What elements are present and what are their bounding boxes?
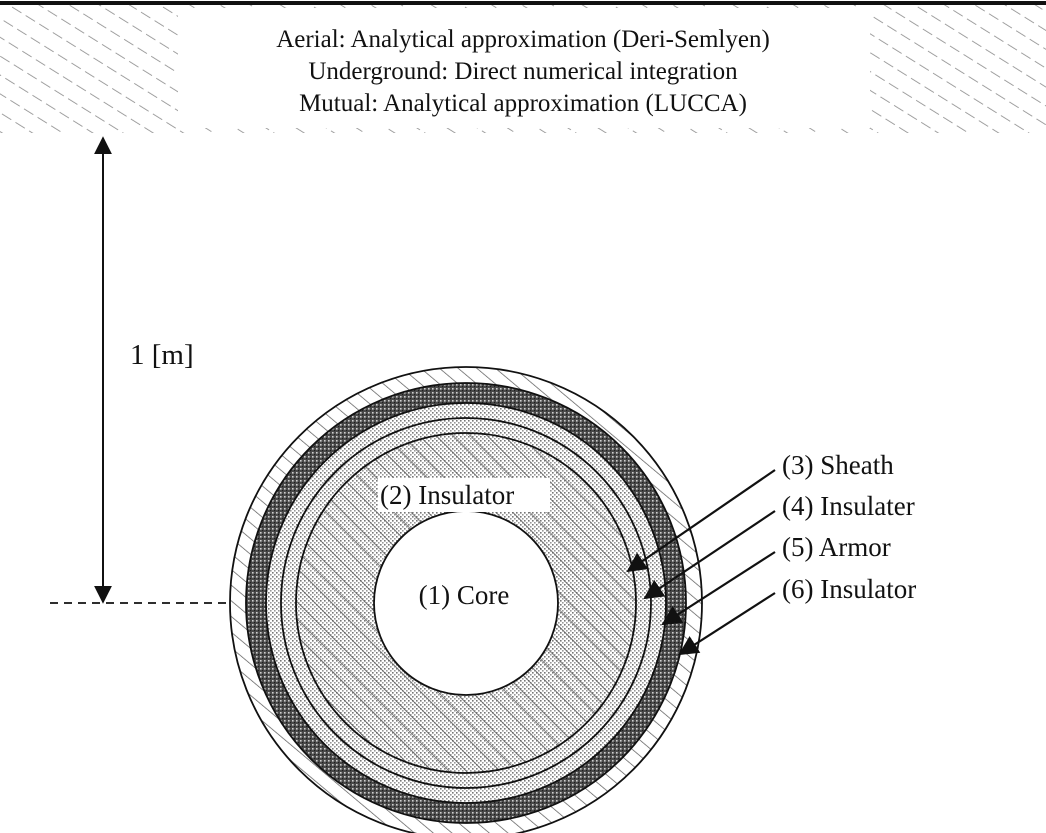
arrow-sheath bbox=[626, 469, 776, 573]
core-label: (1) Core bbox=[419, 580, 510, 610]
ground-label-box bbox=[178, 8, 870, 128]
callout-sheath: (3) Sheath bbox=[782, 450, 894, 480]
ground-line-underground: Underground: Direct numerical integratio… bbox=[308, 58, 738, 85]
callout-labels: (3) Sheath (4) Insulater (5) Armor (6) I… bbox=[782, 450, 916, 604]
callout-insulator: (6) Insulator bbox=[782, 574, 916, 604]
callout-insulater: (4) Insulater bbox=[782, 491, 915, 521]
arrow-outer-insulator bbox=[678, 592, 776, 656]
insulator-label: (2) Insulator bbox=[380, 480, 514, 510]
depth-dimension: 1 [m] bbox=[50, 136, 232, 604]
arrow-insulater bbox=[643, 510, 776, 600]
ground-line-aerial: Aerial: Analytical approximation (Deri-S… bbox=[276, 26, 770, 53]
arrow-armor bbox=[661, 551, 776, 626]
depth-label: 1 [m] bbox=[130, 339, 194, 371]
callout-arrows bbox=[626, 469, 776, 656]
insulator-label-bg bbox=[378, 478, 550, 512]
cable-cross-section bbox=[229, 366, 703, 833]
ground-line-mutual: Mutual: Analytical approximation (LUCCA) bbox=[299, 90, 747, 117]
ground-region: Aerial: Analytical approximation (Deri-S… bbox=[0, 1, 1046, 133]
callout-armor: (5) Armor bbox=[782, 532, 891, 562]
